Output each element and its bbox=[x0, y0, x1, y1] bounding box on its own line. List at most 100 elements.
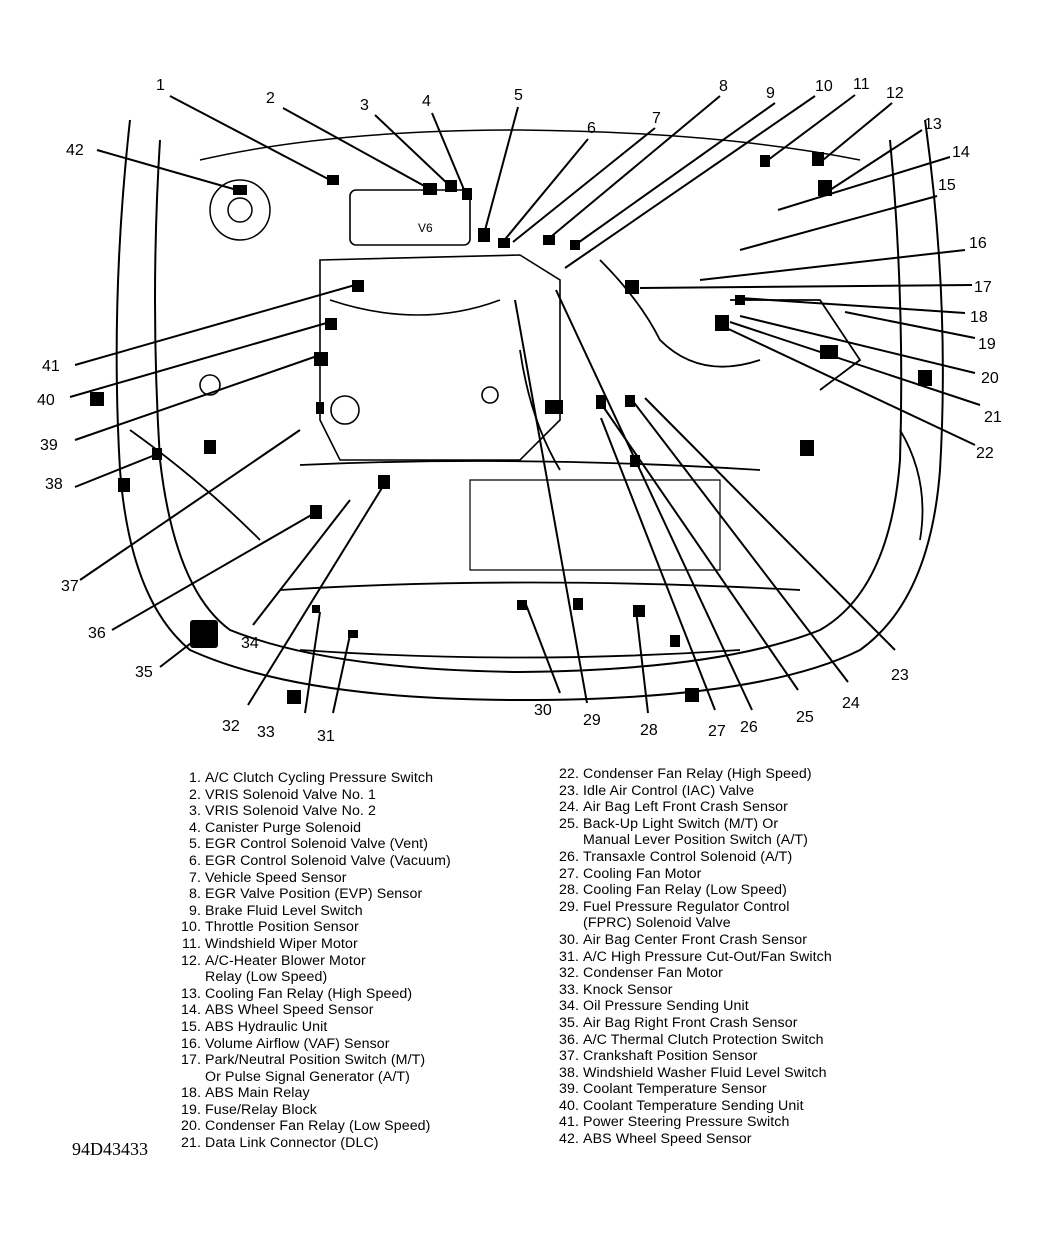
legend-entry-label: Condenser Fan Relay (High Speed) bbox=[583, 766, 812, 782]
legend-entry: 2.VRIS Solenoid Valve No. 1 bbox=[177, 787, 451, 804]
callout-40: 40 bbox=[37, 392, 55, 409]
legend-entry-number: 13. bbox=[180, 985, 201, 1002]
legend-entry: 22.Condenser Fan Relay (High Speed) bbox=[555, 766, 832, 783]
legend-entry: Manual Lever Position Switch (A/T) bbox=[555, 832, 832, 849]
legend-entry: 35.Air Bag Right Front Crash Sensor bbox=[555, 1015, 832, 1032]
legend-entry-label: A/C High Pressure Cut-Out/Fan Switch bbox=[583, 948, 832, 965]
legend-entry-label: Air Bag Center Front Crash Sensor bbox=[583, 931, 808, 948]
legend-entry: 17.Park/Neutral Position Switch (M/T) bbox=[177, 1052, 451, 1069]
legend-entry: 41.Power Steering Pressure Switch bbox=[555, 1114, 832, 1131]
legend-entry-label: Canister Purge Solenoid bbox=[205, 819, 362, 836]
callout-25: 25 bbox=[796, 709, 814, 726]
legend-entry: 6.EGR Control Solenoid Valve (Vacuum) bbox=[177, 853, 451, 870]
legend-entry-label: A/C Thermal Clutch Protection Switch bbox=[583, 1031, 824, 1048]
legend-entry-label: Knock Sensor bbox=[583, 981, 673, 998]
legend-entry: 15.ABS Hydraulic Unit bbox=[177, 1019, 451, 1036]
legend-entry: 5.EGR Control Solenoid Valve (Vent) bbox=[177, 836, 451, 853]
legend-entry: 14.ABS Wheel Speed Sensor bbox=[177, 1002, 451, 1019]
legend-entry-label: Data Link Connector (DLC) bbox=[205, 1135, 379, 1152]
radiator-and-harness bbox=[129, 259, 924, 659]
legend-entry-number: 12. bbox=[180, 952, 201, 969]
legend-entry: 31.A/C High Pressure Cut-Out/Fan Switch bbox=[555, 949, 832, 966]
legend-entry-label: EGR Control Solenoid Valve (Vacuum) bbox=[205, 852, 451, 869]
legend-entry: 24.Air Bag Left Front Crash Sensor bbox=[555, 799, 832, 816]
callout-11: 11 bbox=[853, 76, 870, 93]
legend-entry-label: Air Bag Right Front Crash Sensor bbox=[583, 1014, 798, 1031]
legend-entry-number: 11. bbox=[182, 935, 201, 952]
legend-entry: 9.Brake Fluid Level Switch bbox=[177, 903, 451, 920]
legend-entry-label: Windshield Wiper Motor bbox=[205, 935, 358, 952]
legend-entry-number: 27. bbox=[558, 865, 579, 882]
legend-entry: 39.Coolant Temperature Sensor bbox=[555, 1081, 832, 1098]
callout-29: 29 bbox=[583, 712, 601, 729]
callout-7: 7 bbox=[652, 110, 661, 127]
callout-41: 41 bbox=[42, 358, 60, 375]
legend-entry-label: Condenser Fan Relay (Low Speed) bbox=[205, 1118, 431, 1135]
legend-entry: 42.ABS Wheel Speed Sensor bbox=[555, 1131, 832, 1148]
legend-entry: 29.Fuel Pressure Regulator Control bbox=[555, 899, 832, 916]
callout-42: 42 bbox=[66, 142, 84, 159]
callout-14: 14 bbox=[952, 144, 970, 161]
legend-entry: 33.Knock Sensor bbox=[555, 982, 832, 999]
legend-entry-number: 34. bbox=[558, 998, 579, 1015]
callout-8: 8 bbox=[719, 78, 728, 95]
legend-entry-number: 37. bbox=[558, 1048, 579, 1065]
legend-entry: 25.Back-Up Light Switch (M/T) Or bbox=[555, 816, 832, 833]
callout-5: 5 bbox=[514, 87, 523, 104]
callout-6: 6 bbox=[587, 120, 596, 137]
legend-entry-number: 31. bbox=[558, 948, 579, 965]
legend-entry: 21.Data Link Connector (DLC) bbox=[177, 1135, 451, 1152]
legend-entry-label: Throttle Position Sensor bbox=[205, 919, 359, 936]
callout-13: 13 bbox=[924, 116, 942, 133]
callout-22: 22 bbox=[976, 445, 994, 462]
legend-entry-label: Coolant Temperature Sending Unit bbox=[583, 1097, 804, 1114]
callout-36: 36 bbox=[88, 625, 106, 642]
legend-entry-label: Vehicle Speed Sensor bbox=[205, 869, 347, 886]
legend-entry-number: 22. bbox=[558, 766, 579, 782]
callout-30: 30 bbox=[534, 702, 552, 719]
engine-badge: V6 bbox=[418, 221, 433, 235]
legend-entry-number: 40. bbox=[558, 1097, 579, 1114]
legend-entry-number: 28. bbox=[558, 882, 579, 899]
legend-entry-label: Cooling Fan Motor bbox=[583, 865, 702, 882]
legend-entry: Relay (Low Speed) bbox=[177, 969, 451, 986]
callout-17: 17 bbox=[974, 279, 992, 296]
legend-entry-label: EGR Valve Position (EVP) Sensor bbox=[205, 886, 423, 903]
legend-entry: 7.Vehicle Speed Sensor bbox=[177, 870, 451, 887]
legend-entry: 16.Volume Airflow (VAF) Sensor bbox=[177, 1036, 451, 1053]
callout-32: 32 bbox=[222, 718, 240, 735]
callout-38: 38 bbox=[45, 476, 63, 493]
callout-18: 18 bbox=[970, 309, 988, 326]
legend-entry-number: 3. bbox=[188, 803, 201, 820]
legend-entry-number: 5. bbox=[188, 836, 201, 853]
callout-1: 1 bbox=[156, 77, 165, 94]
legend-entry-number: 18. bbox=[180, 1085, 201, 1102]
legend-entry: 8.EGR Valve Position (EVP) Sensor bbox=[177, 886, 451, 903]
legend-entry-number: 42. bbox=[558, 1131, 579, 1148]
legend-entry-label: ABS Wheel Speed Sensor bbox=[583, 1131, 752, 1148]
legend-entry-number: 33. bbox=[558, 981, 579, 998]
legend-entry-label: Air Bag Left Front Crash Sensor bbox=[583, 799, 788, 816]
legend-entry-label: ABS Wheel Speed Sensor bbox=[205, 1002, 374, 1019]
callout-9: 9 bbox=[766, 85, 775, 102]
legend-entry-label: Coolant Temperature Sensor bbox=[583, 1081, 767, 1098]
legend-entry-label: ABS Main Relay bbox=[205, 1085, 310, 1102]
callout-28: 28 bbox=[640, 722, 658, 739]
legend-entry-number: 2. bbox=[188, 786, 201, 803]
callout-16: 16 bbox=[969, 235, 987, 252]
legend-entry-number: 29. bbox=[558, 898, 579, 915]
legend-right-column: 22.Condenser Fan Relay (High Speed)23.Id… bbox=[555, 766, 832, 1148]
legend-entry: Or Pulse Signal Generator (A/T) bbox=[177, 1069, 451, 1086]
callout-2: 2 bbox=[266, 90, 275, 107]
legend-entry-number: 20. bbox=[180, 1118, 201, 1135]
legend-entry-number: 26. bbox=[558, 848, 579, 865]
legend-entry: 3.VRIS Solenoid Valve No. 2 bbox=[177, 803, 451, 820]
legend-entry: 18.ABS Main Relay bbox=[177, 1085, 451, 1102]
legend-entry-label: Transaxle Control Solenoid (A/T) bbox=[583, 848, 793, 865]
legend-entry-number: 38. bbox=[558, 1064, 579, 1081]
legend-entry: 34.Oil Pressure Sending Unit bbox=[555, 998, 832, 1015]
legend-entry-label: Fuel Pressure Regulator Control bbox=[583, 898, 790, 915]
legend-entry-number: 23. bbox=[558, 782, 579, 799]
legend-entry-label: Idle Air Control (IAC) Valve bbox=[583, 782, 755, 799]
